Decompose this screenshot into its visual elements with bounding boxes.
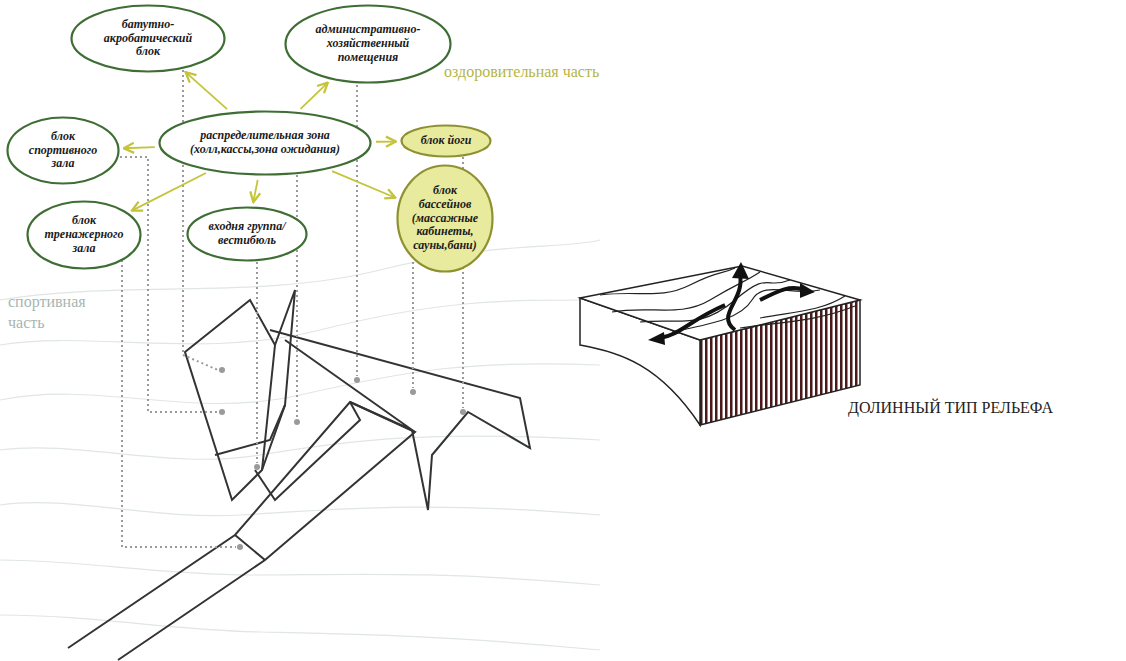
ellipse-node: блок йоги — [400, 124, 492, 158]
connector-arrow — [132, 173, 206, 211]
ellipse-shape — [398, 166, 493, 272]
connector-arrow — [186, 72, 227, 109]
ellipse-node: блок спортивного зала — [6, 116, 120, 185]
leader-dot — [237, 544, 243, 550]
leader-line — [296, 170, 298, 418]
node-text: блок йоги — [412, 134, 480, 148]
flow-arrow — [660, 305, 725, 338]
connector-arrow — [253, 180, 257, 202]
node-text: батутно-акробатический блок — [91, 18, 206, 59]
arrowhead — [732, 262, 749, 279]
relief-arrows — [660, 275, 805, 338]
relief-caption: ДОЛИННЫЙ ТИП РЕЛЬЕФА — [848, 398, 1118, 419]
arrowhead — [800, 283, 815, 298]
ellipse-shape — [160, 112, 371, 175]
connector-arrow — [124, 147, 155, 148]
contour-line — [0, 436, 600, 459]
connector-arrow — [301, 83, 328, 109]
node-text: входня группа/ вестибюль — [202, 220, 292, 248]
leader-line — [122, 250, 236, 547]
leader-line — [256, 262, 258, 463]
valley-relief-block — [580, 262, 860, 425]
node-text: блок бассейнов (массажные кабинеты, саун… — [409, 184, 482, 253]
contour-line — [740, 306, 855, 328]
building-block — [185, 300, 275, 500]
node-text: распределительная зона (холл,кассы,зона … — [186, 129, 344, 157]
building-wing — [270, 330, 530, 510]
ellipse-shape — [28, 202, 141, 269]
ellipse-node: блок тренажерного зала — [26, 200, 142, 270]
flow-arrow — [760, 288, 805, 300]
flow-arrow — [728, 275, 741, 330]
contour-line — [0, 560, 600, 585]
leader-dot — [219, 409, 225, 415]
ellipse-node: блок бассейнов (массажные кабинеты, саун… — [396, 164, 494, 273]
leader-dot — [354, 377, 360, 383]
node-text: блок тренажерного зала — [41, 214, 127, 255]
ellipse-node: батутно-акробатический блок — [70, 4, 226, 73]
leader-dot — [219, 367, 225, 373]
building-outline — [68, 290, 530, 660]
contour-line — [672, 290, 820, 332]
ellipse-shape — [188, 208, 307, 261]
node-text: административно-хозяйственный помещения — [306, 23, 430, 64]
contour-line — [0, 503, 600, 516]
relief-contours — [600, 268, 855, 332]
building-edge — [235, 402, 360, 560]
leader-dot — [410, 389, 416, 395]
building-block — [262, 290, 295, 470]
ellipse-node: распределительная зона (холл,кассы,зона … — [158, 110, 372, 176]
building-wing — [68, 402, 415, 660]
leader-dot — [294, 419, 300, 425]
leader-dots — [219, 367, 466, 550]
building-edge — [215, 405, 285, 455]
leader-line — [412, 262, 414, 388]
zone-label: спортивная часть — [8, 292, 118, 334]
ellipse-node: административно-хозяйственный помещения — [284, 4, 452, 84]
relief-arrowheads — [648, 262, 815, 345]
leader-dot — [254, 464, 260, 470]
ellipse-shape — [72, 6, 225, 72]
contour-line — [0, 364, 600, 404]
node-text: блок спортивного зала — [21, 130, 105, 171]
connector-arrow — [332, 171, 395, 198]
contour-line — [640, 280, 790, 322]
arrowhead — [648, 332, 665, 345]
ellipse-shape — [286, 6, 451, 83]
terrain-contours — [0, 240, 600, 650]
leader-line — [95, 157, 218, 412]
ellipse-node: входня группа/ вестибюль — [186, 206, 308, 262]
ellipse-shape — [8, 118, 119, 184]
zone-label: оздоровительная часть — [444, 62, 614, 83]
ellipse-shape — [402, 126, 491, 157]
connector-arrow — [376, 141, 396, 143]
contour-line — [600, 268, 735, 295]
block-top — [580, 266, 860, 340]
contour-line — [760, 296, 845, 318]
leader-dot — [460, 409, 466, 415]
